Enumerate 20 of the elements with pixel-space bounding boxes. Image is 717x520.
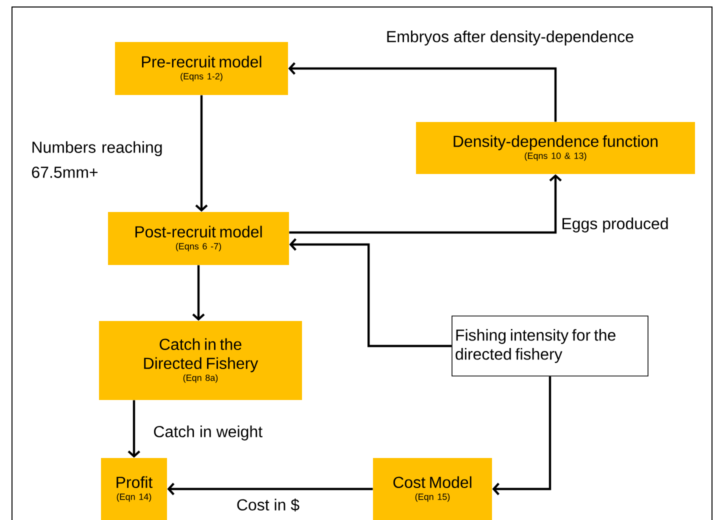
model-box: Pre-recruit model (Eqns 1-2) bbox=[115, 42, 288, 95]
edge-label: Cost in $ bbox=[237, 498, 300, 512]
model-box: Post-recruit model (Eqns 6 -7) bbox=[108, 212, 289, 265]
model-box: Catch in the Directed Fishery (Eqn 8a) bbox=[99, 321, 302, 400]
edge-label: Eggs produced bbox=[562, 218, 668, 232]
arrow bbox=[128, 400, 140, 458]
arrow bbox=[492, 376, 552, 496]
arrow bbox=[195, 95, 208, 212]
model-box: Profit (Eqn 14) bbox=[101, 458, 167, 520]
model-box: Density-dependence function (Eqns 10 & 13) bbox=[416, 122, 695, 174]
arrow bbox=[192, 265, 205, 321]
model-box: Cost Model (Eqn 15) bbox=[373, 458, 492, 520]
edge-label: Catch in weight bbox=[154, 426, 262, 440]
arrow bbox=[167, 482, 373, 496]
edge-label: Numbers reaching 67.5mm+ bbox=[32, 141, 162, 178]
input-box: Fishing intensity for the directed fishery bbox=[452, 316, 648, 376]
arrow bbox=[289, 238, 452, 348]
arrow bbox=[289, 174, 562, 234]
edge-label: Embryos after density-dependence bbox=[387, 30, 634, 46]
arrow bbox=[288, 62, 557, 122]
